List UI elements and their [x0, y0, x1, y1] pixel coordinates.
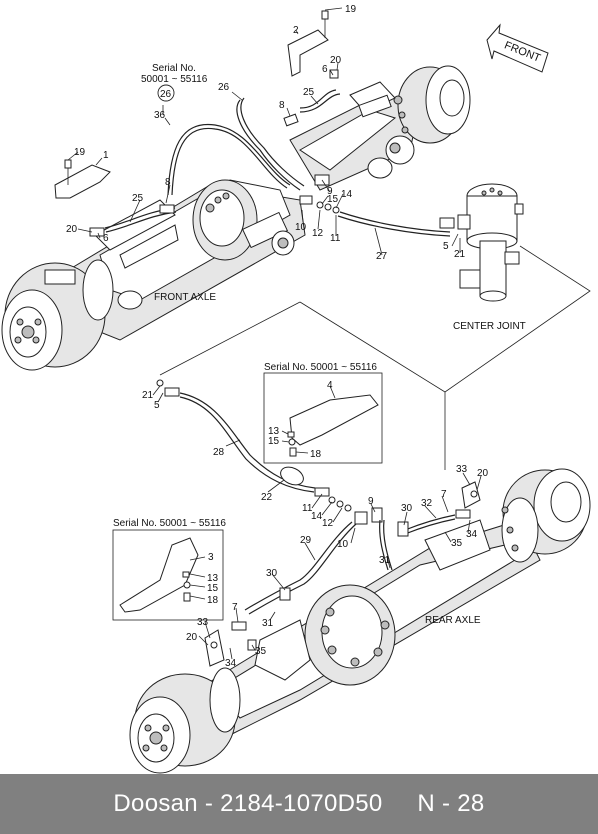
callout-13: 13	[207, 573, 219, 584]
callout-34: 34	[225, 658, 237, 669]
callout-12: 12	[312, 228, 324, 239]
callout-10: 10	[295, 222, 307, 233]
callout-22: 22	[261, 492, 273, 503]
leader-lines	[67, 7, 482, 660]
serial-top-line1: Serial No.	[152, 63, 196, 74]
center-joint-caption: CENTER JOINT	[453, 321, 526, 332]
callout-33: 33	[456, 464, 468, 475]
serial-middle-caption: Serial No. 50001 ~ 55116	[264, 362, 377, 373]
rear-axle	[129, 468, 591, 774]
bracket-2	[287, 10, 329, 77]
callout-27: 27	[376, 251, 388, 262]
callout-26-circled: 26	[160, 89, 172, 100]
callout-3: 3	[208, 552, 214, 563]
callout-31: 31	[262, 618, 274, 629]
callout-20: 20	[186, 632, 198, 643]
callout-35: 35	[451, 538, 463, 549]
callout-18: 18	[310, 449, 322, 460]
callout-10: 10	[337, 539, 349, 550]
callout-25: 25	[132, 193, 144, 204]
footer-bar: Doosan - 2184-1070D50 N - 28	[0, 774, 598, 834]
circled-callout-26	[157, 84, 175, 102]
callout-32: 32	[421, 498, 433, 509]
callout-5: 5	[154, 400, 160, 411]
serial-top-line2: 50001 ~ 55116	[141, 74, 208, 85]
callout-6: 6	[322, 64, 328, 75]
bracket-1	[54, 159, 111, 199]
callout-20: 20	[477, 468, 489, 479]
callout-6: 6	[103, 233, 109, 244]
callout-33: 33	[197, 617, 209, 628]
callout-19: 19	[345, 4, 357, 15]
middle-hoses	[156, 379, 471, 631]
front-axle-caption: FRONT AXLE	[154, 292, 216, 303]
callout-29: 29	[300, 535, 312, 546]
front-direction-arrow: FRONT	[486, 23, 549, 73]
callout-15: 15	[327, 194, 339, 205]
hydraulic-parts-diagram: FRONT	[1, 4, 591, 774]
callout-4: 4	[327, 380, 333, 391]
callout-15: 15	[207, 583, 219, 594]
callout-14: 14	[311, 511, 323, 522]
callout-5: 5	[443, 241, 449, 252]
callout-2: 2	[293, 25, 299, 36]
callout-labels: 19 2 20 6 25 8 26 26 36 19 1 8 25 20 6 9…	[66, 4, 489, 669]
callout-11: 11	[302, 503, 313, 514]
callout-34: 34	[466, 529, 478, 540]
serial-lower-caption: Serial No. 50001 ~ 55116	[113, 518, 226, 529]
callout-13: 13	[268, 426, 280, 437]
rear-axle-caption: REAR AXLE	[425, 615, 481, 626]
callout-28: 28	[213, 447, 225, 458]
front-axle-right-end	[289, 65, 471, 191]
upper-hoses	[89, 69, 455, 237]
front-axle	[1, 179, 306, 371]
footer-text: Doosan - 2184-1070D50 N - 28	[113, 790, 485, 817]
callout-18: 18	[207, 595, 219, 606]
callout-8: 8	[165, 177, 171, 188]
callout-30: 30	[266, 568, 278, 579]
callout-30: 30	[401, 503, 413, 514]
callout-12: 12	[322, 518, 334, 529]
callout-1: 1	[103, 150, 109, 161]
callout-26: 26	[218, 82, 230, 93]
callout-20: 20	[66, 224, 78, 235]
callout-7: 7	[232, 602, 238, 613]
callout-15: 15	[268, 436, 280, 447]
connection-lines	[159, 245, 591, 470]
callout-21: 21	[142, 390, 154, 401]
callout-31: 31	[379, 555, 391, 566]
callout-7: 7	[441, 489, 447, 500]
callout-9: 9	[368, 496, 374, 507]
callout-21: 21	[454, 249, 466, 260]
callout-36: 36	[154, 110, 166, 121]
callout-9: 9	[327, 186, 333, 197]
callout-8: 8	[279, 100, 285, 111]
detail-box-lower	[112, 529, 224, 621]
callout-35: 35	[255, 646, 267, 657]
callout-19: 19	[74, 147, 86, 158]
center-joint	[457, 183, 524, 302]
callout-11: 11	[330, 233, 341, 244]
callout-25: 25	[303, 87, 315, 98]
callout-20: 20	[330, 55, 342, 66]
detail-box-middle	[263, 372, 383, 464]
callout-14: 14	[341, 189, 353, 200]
